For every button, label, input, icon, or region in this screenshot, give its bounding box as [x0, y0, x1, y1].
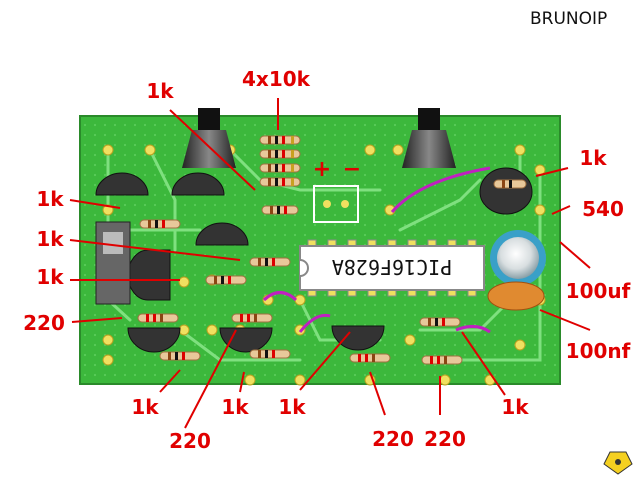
label-top-1k: 1k — [146, 79, 174, 103]
label-bottom-1k-2: 1k — [221, 395, 249, 419]
label-100uf: 100uf — [566, 279, 631, 303]
label-bottom-1k-1: 1k — [131, 395, 159, 419]
ic-label: PIC16F628A — [332, 255, 452, 279]
label-bottom-1k-3: 1k — [278, 395, 306, 419]
label-4x10k: 4x10k — [242, 67, 311, 91]
ic-pic16f628a: PIC16F628A — [299, 239, 485, 297]
leader-arrows — [69, 98, 591, 429]
label-left-1k-a: 1k — [36, 187, 64, 211]
polarity-minus: − — [343, 157, 361, 182]
label-right-1k: 1k — [579, 146, 607, 170]
polarity-plus: + — [313, 157, 331, 182]
brand-title: BRUNOIP — [530, 9, 607, 29]
label-left-1k-c: 1k — [36, 265, 64, 289]
resistors — [137, 135, 527, 365]
capacitor-electrolytic — [490, 230, 546, 286]
label-100nf: 100nf — [566, 339, 631, 363]
label-bottom-220-3: 220 — [424, 427, 466, 451]
jumper-wires — [262, 166, 491, 334]
label-bottom-220-2: 220 — [372, 427, 414, 451]
label-left-1k-b: 1k — [36, 227, 64, 251]
capacitor-ceramic — [487, 281, 545, 311]
label-540: 540 — [582, 197, 624, 221]
label-bottom-1k-4: 1k — [501, 395, 529, 419]
label-bottom-220-1: 220 — [169, 429, 211, 453]
component-labels: 1k 4x10k 1k 540 1k 1k 1k 220 100uf 100nf… — [23, 67, 631, 453]
label-left-220: 220 — [23, 311, 65, 335]
push-button-right — [402, 108, 456, 168]
corner-logo-icon — [603, 451, 633, 475]
power-connector: + − — [313, 157, 361, 223]
slide-switch — [95, 221, 131, 305]
